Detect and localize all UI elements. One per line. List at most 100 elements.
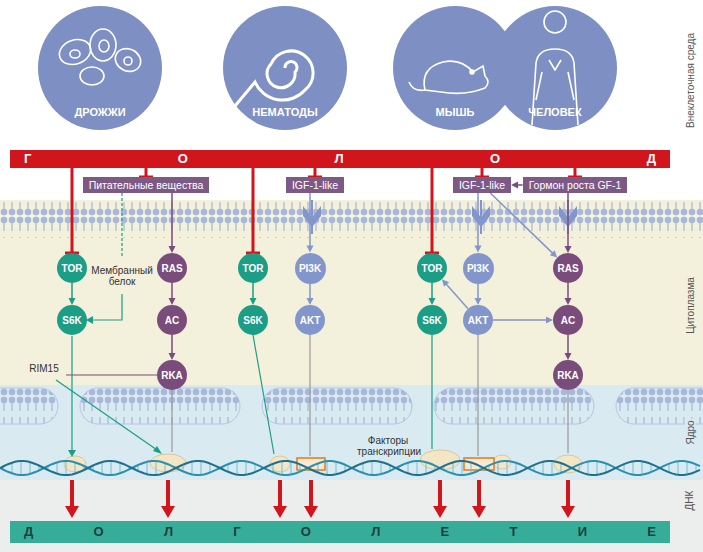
region-label: Ядро — [685, 418, 696, 446]
node-text: RAS — [557, 263, 578, 274]
arrow-head — [475, 246, 482, 253]
protein-circle: RAS — [157, 253, 187, 283]
node-text: ДРОЖЖИ — [38, 106, 162, 118]
ligand-box: IGF-1-like — [453, 177, 511, 193]
node-text: AC — [165, 315, 179, 326]
protein-circle: TOR — [417, 253, 447, 283]
region-label: Цитоплазма — [684, 275, 695, 336]
node-text: TOR — [62, 263, 83, 274]
protein-circle: S6K — [238, 305, 268, 335]
activation-arrow — [169, 193, 176, 253]
inhibition-line — [568, 168, 582, 177]
arrow-head — [565, 353, 572, 360]
organism-circle: ДРОЖЖИ — [38, 6, 162, 130]
node-text: AKT — [300, 315, 321, 326]
node-text: Гормон роста GF-1 — [529, 179, 622, 191]
activation-arrow — [565, 193, 572, 253]
callout-label: Мембранный белок — [89, 265, 155, 287]
activation-arrow — [169, 335, 176, 360]
ligand-box: Гормон роста GF-1 — [523, 177, 628, 193]
node-text: TOR — [422, 263, 443, 274]
node-text: S6K — [422, 315, 441, 326]
activation-arrow — [307, 284, 314, 306]
arrow-head — [69, 298, 76, 305]
activation-arrow — [169, 283, 176, 305]
inhibition-line — [308, 168, 322, 177]
arrow-head — [442, 279, 449, 287]
protein-circle: RAS — [553, 253, 583, 283]
organism-circle: НЕМАТОДЫ — [223, 6, 347, 130]
node-text: RAS — [161, 263, 182, 274]
activation-arrow — [250, 283, 257, 305]
arrow-head — [169, 353, 176, 360]
arrow-head — [250, 298, 257, 305]
activation-arrow — [493, 317, 553, 324]
ligand-box: IGF-1-like — [286, 177, 344, 193]
signal-band: Д О Л Г О Л Е Т И Е — [10, 521, 670, 543]
node-text: Питательные вещества — [89, 179, 204, 191]
node-text: RKA — [557, 370, 579, 381]
protein-circle: TOR — [238, 253, 268, 283]
protein-circle: TOR — [57, 253, 87, 283]
node-text: S6K — [62, 315, 81, 326]
organism-circle: ЧЕЛОВЕК — [493, 6, 617, 130]
activation-arrow — [475, 284, 482, 306]
arrow-head — [546, 317, 553, 324]
activation-arrow — [511, 182, 523, 189]
arrow-head — [565, 246, 572, 253]
arrow-head — [307, 298, 314, 305]
callout-label: RIM15 — [27, 363, 60, 374]
arrow-head — [565, 298, 572, 305]
protein-circle: RKA — [553, 360, 583, 390]
protein-circle: AKT — [295, 305, 325, 335]
inhibition-line — [475, 168, 489, 177]
protein-circle: RKA — [157, 360, 187, 390]
node-text: IGF-1-like — [292, 179, 338, 191]
node-text: AKT — [468, 315, 489, 326]
node-text: Д О Л Г О Л Е Т И Е — [24, 521, 656, 543]
signal-band: Г О Л О Д — [10, 150, 670, 168]
activation-arrow — [307, 193, 314, 253]
organism-circle: МЫШЬ — [393, 6, 517, 130]
node-text: НЕМАТОДЫ — [223, 106, 347, 118]
arrow-head — [550, 250, 557, 257]
inhibition-line — [65, 168, 79, 253]
node-text: МЫШЬ — [393, 106, 517, 118]
protein-circle: AKT — [463, 305, 493, 335]
activation-arrow — [475, 193, 482, 253]
region-label: Внеклеточная среда — [685, 31, 696, 130]
activation-arrow — [429, 283, 436, 305]
node-text: Г О Л О Д — [24, 150, 656, 168]
node-text: PI3K — [467, 263, 489, 274]
node-text: AC — [561, 315, 575, 326]
protein-circle: S6K — [57, 305, 87, 335]
activation-arrow — [490, 193, 557, 258]
node-text: TOR — [243, 263, 264, 274]
node-text: ЧЕЛОВЕК — [493, 106, 617, 118]
activation-arrow — [442, 279, 468, 309]
protein-circle: S6K — [417, 305, 447, 335]
callout-label: Факторы транскрипции — [355, 435, 421, 457]
arrow-head — [429, 298, 436, 305]
arrow-head — [169, 298, 176, 305]
node-text: RKA — [161, 370, 183, 381]
protein-circle: AC — [553, 305, 583, 335]
inhibition-line — [139, 168, 153, 177]
protein-circle: AC — [157, 305, 187, 335]
activation-arrow — [565, 283, 572, 305]
arrow-head — [307, 246, 314, 253]
node-text: IGF-1-like — [459, 179, 505, 191]
arrow-head — [511, 182, 518, 189]
region-label: ДНК — [684, 488, 695, 512]
protein-circle: PI3K — [463, 253, 494, 284]
inhibition-line — [246, 168, 260, 253]
node-text: PI3K — [299, 263, 321, 274]
protein-circle: PI3K — [295, 253, 326, 284]
inhibition-line — [425, 168, 439, 253]
ligand-box: Питательные вещества — [83, 177, 210, 193]
activation-arrow — [69, 283, 76, 305]
arrow-head — [475, 298, 482, 305]
arrow-head — [169, 246, 176, 253]
activation-arrow — [565, 335, 572, 360]
